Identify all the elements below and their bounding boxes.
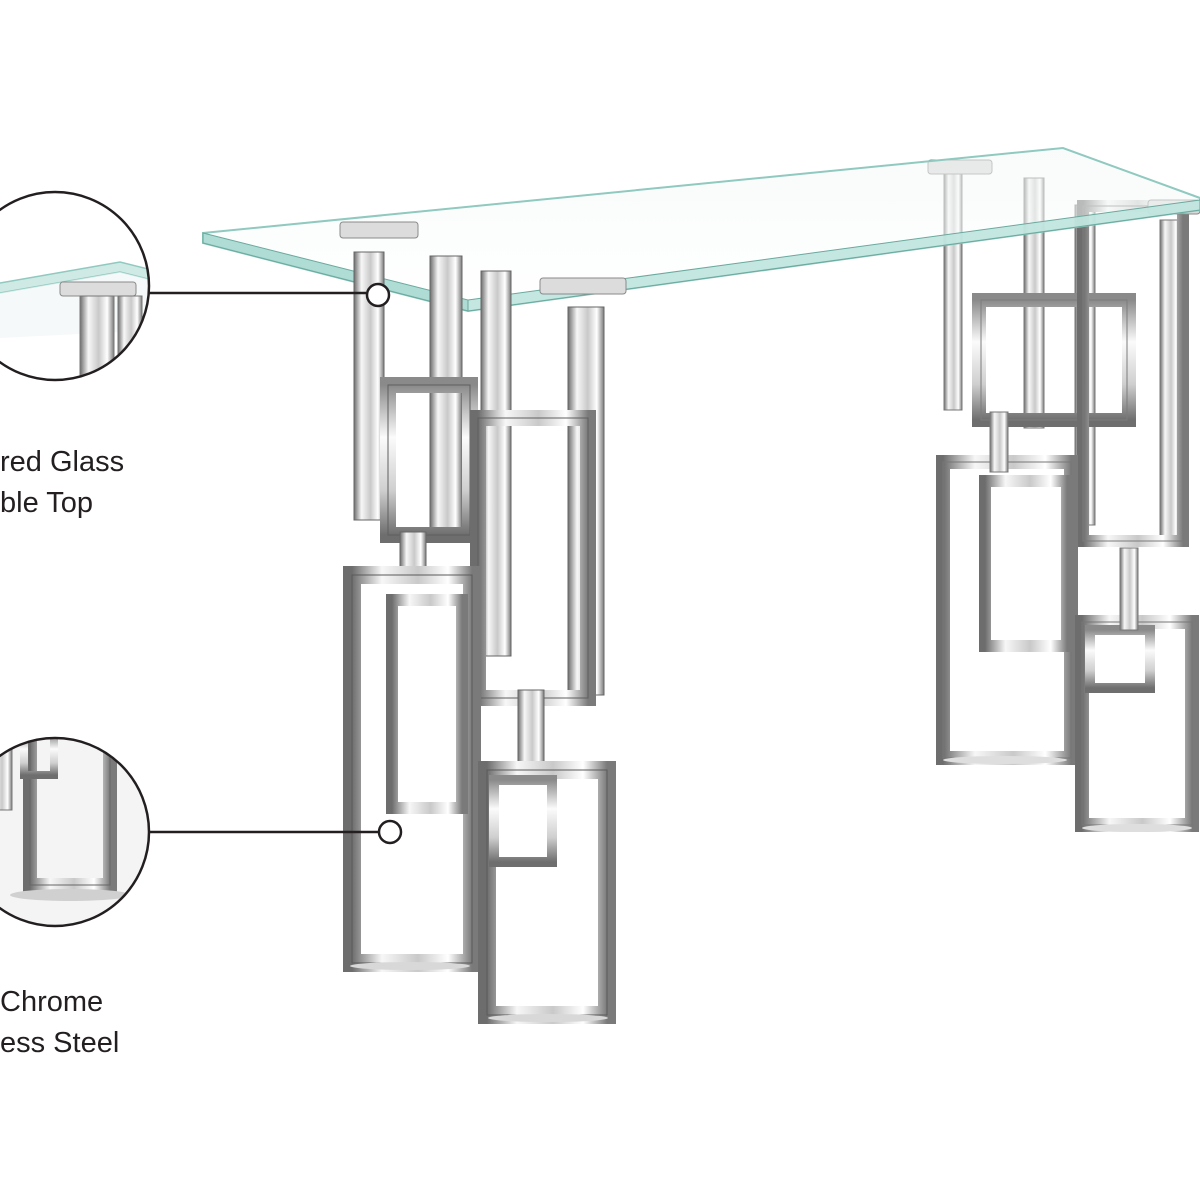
callout-dot-chrome (377, 819, 403, 845)
callout-dot-glass (365, 282, 391, 308)
zoom-detail-glass-icon (0, 190, 151, 382)
callout-label-chrome-line2: ess Steel (0, 1027, 120, 1059)
back-leg-assembly (927, 159, 1200, 832)
callout-label-glass-top: red Glass ble Top (0, 442, 124, 524)
callout-label-chrome-line1: Chrome (0, 986, 104, 1018)
zoom-detail-chrome-icon (0, 736, 151, 928)
front-leg-assembly (339, 221, 1192, 1024)
callout-label-glass-line1: red Glass (0, 446, 125, 478)
callout-label-chrome-base: Chrome ess Steel (0, 982, 119, 1064)
callout-label-glass-line2: ble Top (0, 487, 93, 519)
